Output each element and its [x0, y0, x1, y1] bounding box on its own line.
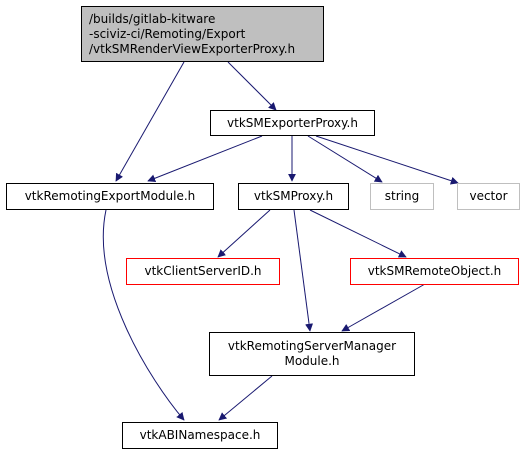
node-vector: vector: [457, 183, 520, 210]
edge-exporter-proxy-to-remoting-export-module: [147, 135, 263, 183]
sm-proxy-label: vtkSMProxy.h: [253, 189, 334, 203]
node-root-file: /builds/gitlab-kitware -sciviz-ci/Remoti…: [81, 6, 324, 62]
node-exporter-proxy[interactable]: vtkSMExporterProxy.h: [210, 110, 375, 136]
root-file-line-1: /builds/gitlab-kitware: [89, 11, 216, 26]
node-client-server-id[interactable]: vtkClientServerID.h: [126, 258, 280, 285]
remoting-export-module-label: vtkRemotingExportModule.h: [24, 189, 196, 203]
node-sm-remote-object[interactable]: vtkSMRemoteObject.h: [350, 258, 519, 285]
node-string: string: [370, 183, 434, 210]
edge-sm-proxy-to-client-server-id: [217, 209, 271, 258]
edge-remoting-export-module-to-abi-namespace: [102, 209, 185, 421]
edge-exporter-proxy-to-string: [307, 135, 383, 183]
server-manager-module-line-1: vtkRemotingServerManager: [227, 339, 397, 353]
node-remoting-server-manager-module[interactable]: vtkRemotingServerManager Module.h: [209, 332, 415, 376]
exporter-proxy-label: vtkSMExporterProxy.h: [227, 115, 358, 130]
edge-sm-proxy-to-sm-remote-object: [309, 209, 407, 258]
edge-server-manager-module-to-abi-namespace: [218, 375, 273, 421]
node-abi-namespace[interactable]: vtkABINamespace.h: [122, 422, 278, 449]
edge-root-to-remoting-export-module: [115, 61, 185, 182]
abi-namespace-label: vtkABINamespace.h: [139, 428, 261, 442]
string-label: string: [384, 189, 420, 203]
edge-sm-proxy-to-server-manager-module: [293, 209, 314, 332]
root-file-line-2: -sciviz-ci/Remoting/Export: [89, 26, 246, 41]
edge-root-to-exporter-proxy: [227, 61, 277, 111]
edge-sm-remote-object-to-server-manager-module: [341, 283, 426, 332]
node-remoting-export-module[interactable]: vtkRemotingExportModule.h: [6, 183, 214, 210]
node-sm-proxy[interactable]: vtkSMProxy.h: [238, 183, 349, 210]
vector-label: vector: [469, 189, 508, 203]
root-file-line-3: /vtkSMRenderViewExporterProxy.h: [89, 41, 296, 56]
server-manager-module-line-2: Module.h: [284, 354, 340, 368]
sm-remote-object-label: vtkSMRemoteObject.h: [367, 264, 502, 278]
edge-exporter-proxy-to-vector: [315, 135, 459, 185]
client-server-id-label: vtkClientServerID.h: [144, 264, 262, 278]
